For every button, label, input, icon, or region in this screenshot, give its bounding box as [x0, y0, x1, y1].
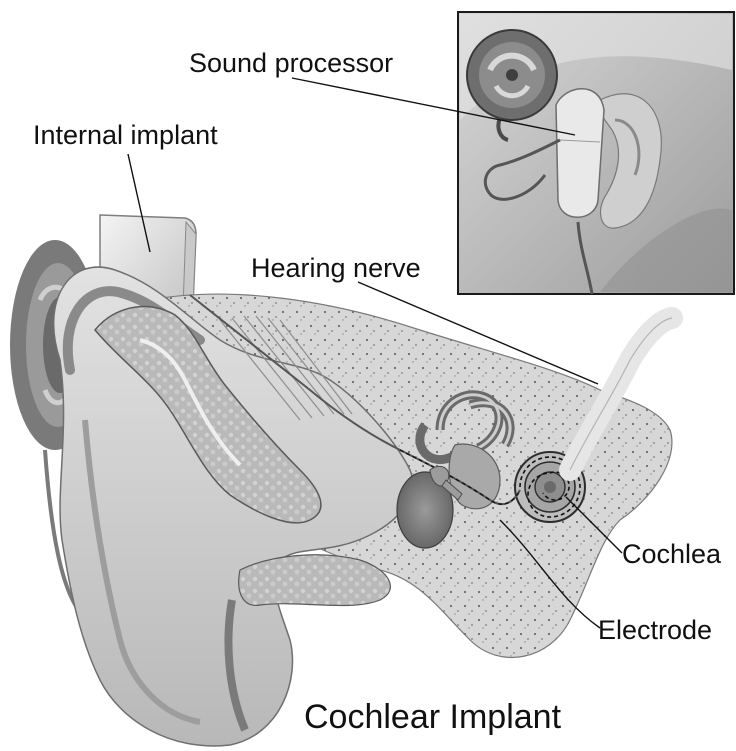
inset-external-view [458, 12, 734, 294]
label-cochlea: Cochlea [622, 541, 721, 568]
diagram-title: Cochlear Implant [304, 700, 561, 734]
label-electrode: Electrode [598, 617, 712, 644]
label-hearing-nerve: Hearing nerve [251, 255, 421, 282]
label-internal-implant: Internal implant [33, 122, 218, 149]
label-sound-processor: Sound processor [189, 50, 393, 77]
